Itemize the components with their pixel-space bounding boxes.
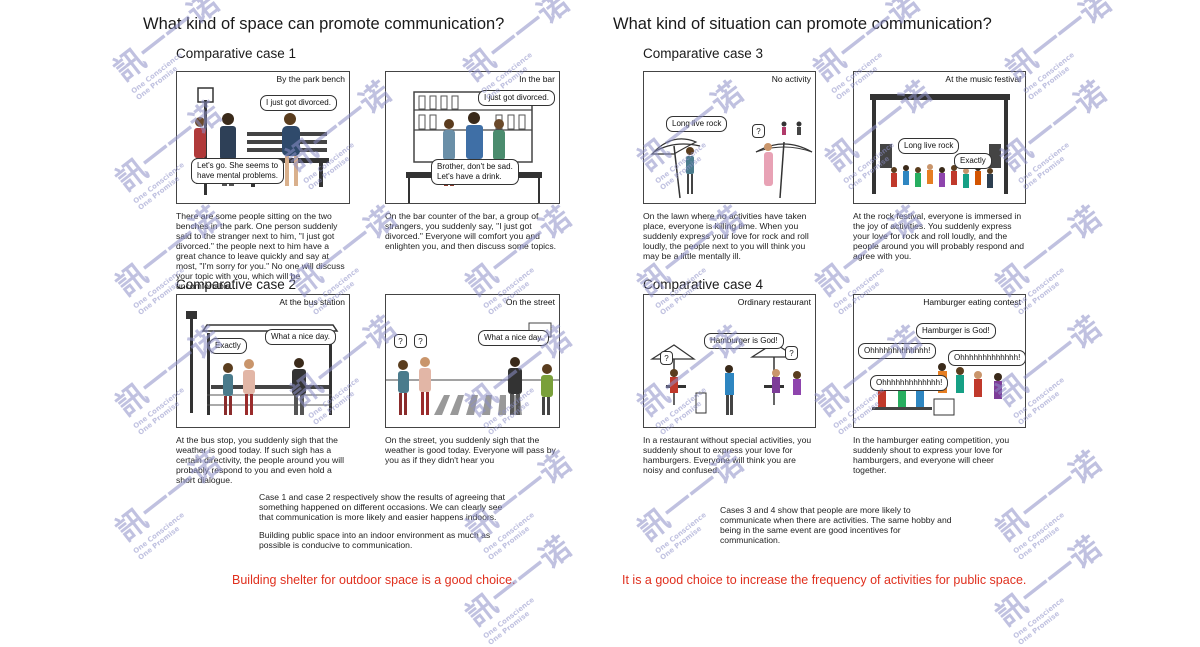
case2a-description: At the bus stop, you suddenly sigh that …	[176, 435, 344, 485]
case4b-description: In the hamburger eating competition, you…	[853, 435, 1010, 475]
right-heading: What kind of situation can promote commu…	[613, 15, 992, 33]
speech-bubble-reply: Exactly	[954, 153, 992, 169]
question-bubble: ?	[414, 334, 427, 348]
panel-label: By the park bench	[276, 74, 345, 84]
panel-restaurant: Ordinary restaurant Hamburger is God! ? …	[643, 294, 816, 428]
panel-no-activity: No activity Long live rock ?	[643, 71, 816, 204]
speech-bubble: Hamburger is God!	[704, 333, 784, 349]
speech-bubble: What a nice day.	[265, 329, 336, 345]
panel-music-festival: At the music festival Long live rock Exa…	[853, 71, 1026, 204]
park-bench-illustration	[194, 87, 329, 195]
question-bubble: ?	[394, 334, 407, 348]
case4a-description: In a restaurant without special activiti…	[643, 435, 812, 475]
right-conclusion: It is a good choice to increase the freq…	[622, 573, 1027, 587]
bubble-line: Let's go. She seems to	[197, 161, 279, 170]
speech-bubble: Long live rock	[666, 116, 728, 132]
cheer-bubble: Ohhhhhhhhhhhhh!	[858, 343, 937, 359]
case4-title: Comparative case 4	[643, 277, 764, 292]
speech-bubble-reply: Let's go. She seems to have mental probl…	[191, 158, 285, 184]
speech-bubble-reply: Exactly	[209, 338, 247, 354]
cases12-suggestion: Building public space into an indoor env…	[259, 530, 491, 550]
case1a-description: There are some people sitting on the two…	[176, 211, 345, 291]
panel-street: On the street ? ? What a nice day.	[385, 294, 560, 428]
lawn-illustration	[650, 121, 813, 199]
panel-park-bench: By the park bench I just got divorced. L…	[176, 71, 350, 204]
panel-hamburger-contest: Hamburger eating contest Hamburger is Go…	[853, 294, 1026, 428]
panel-label: At the music festival	[945, 74, 1021, 84]
bubble-line: Brother, don't be sad.	[437, 162, 513, 171]
bubble-line: have mental problems.	[197, 171, 278, 180]
panel-label: No activity	[771, 74, 811, 84]
bus-station-illustration	[186, 311, 339, 415]
question-bubble: ?	[752, 124, 765, 138]
left-heading: What kind of space can promote communica…	[143, 15, 505, 33]
left-conclusion: Building shelter for outdoor space is a …	[232, 573, 516, 587]
speech-bubble-reply: Brother, don't be sad. Let's have a drin…	[431, 159, 519, 185]
panel-label: Ordinary restaurant	[737, 297, 811, 307]
speech-bubble: Hamburger is God!	[916, 323, 996, 339]
restaurant-illustration	[649, 342, 801, 415]
question-bubble: ?	[785, 346, 798, 360]
panel-bus-station: At the bus station What a nice day. Exac…	[176, 294, 350, 428]
panel-label: In the bar	[519, 74, 555, 84]
cases34-note: Cases 3 and 4 show that people are more …	[720, 505, 952, 545]
speech-bubble: What a nice day.	[478, 330, 549, 346]
panel-bar: In the bar I just got divorced. Brother,…	[385, 71, 560, 204]
panel-label: On the street	[505, 297, 555, 307]
street-illustration	[386, 322, 559, 415]
speech-bubble: Long live rock	[898, 138, 960, 154]
question-bubble: ?	[660, 351, 673, 365]
speech-bubble: I just got divorced.	[260, 95, 337, 111]
case3a-description: On the lawn where no activities have tak…	[643, 211, 809, 261]
panel-label: At the bus station	[279, 297, 345, 307]
panel-label: Hamburger eating contest	[923, 297, 1021, 307]
case2-title: Comparative case 2	[176, 277, 297, 292]
cheer-bubble: Ohhhhhhhhhhhhh!	[870, 375, 949, 391]
case2b-description: On the street, you suddenly sigh that th…	[385, 435, 556, 465]
speech-bubble: I just got divorced.	[478, 90, 555, 106]
case1-title: Comparative case 1	[176, 46, 297, 61]
cases12-note: Case 1 and case 2 respectively show the …	[259, 492, 506, 522]
case3-title: Comparative case 3	[643, 46, 764, 61]
case3b-description: At the rock festival, everyone is immers…	[853, 211, 1025, 261]
bubble-line: Let's have a drink.	[437, 172, 502, 181]
case1b-description: On the bar counter of the bar, a group o…	[385, 211, 557, 251]
cheer-bubble: Ohhhhhhhhhhhhh!	[948, 350, 1025, 366]
